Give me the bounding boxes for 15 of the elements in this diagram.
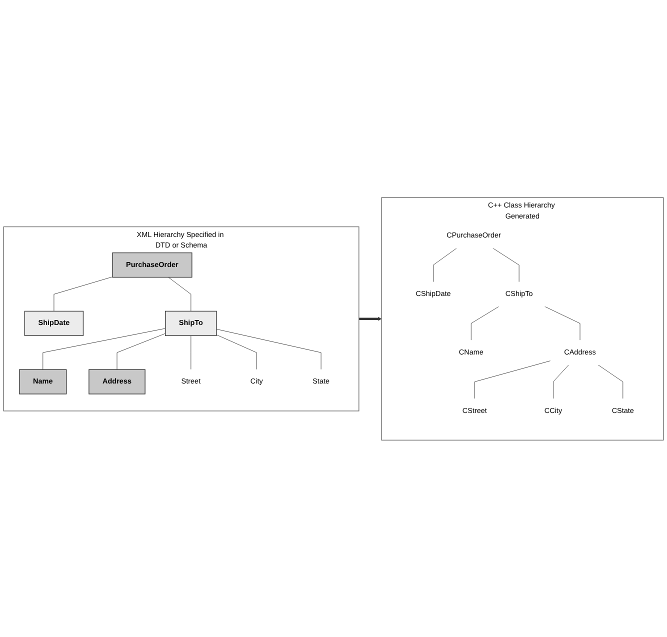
connector [433,247,458,282]
connector [190,335,192,370]
connector [54,276,113,312]
connector [216,334,257,370]
connector [598,364,624,399]
connector [470,306,500,340]
connector [552,364,570,399]
arrow [358,316,382,320]
connector [116,332,166,370]
connector [544,306,580,340]
connector [492,247,520,282]
connector [42,328,166,370]
connector [474,360,551,399]
connector [216,328,322,370]
connector [168,276,192,312]
